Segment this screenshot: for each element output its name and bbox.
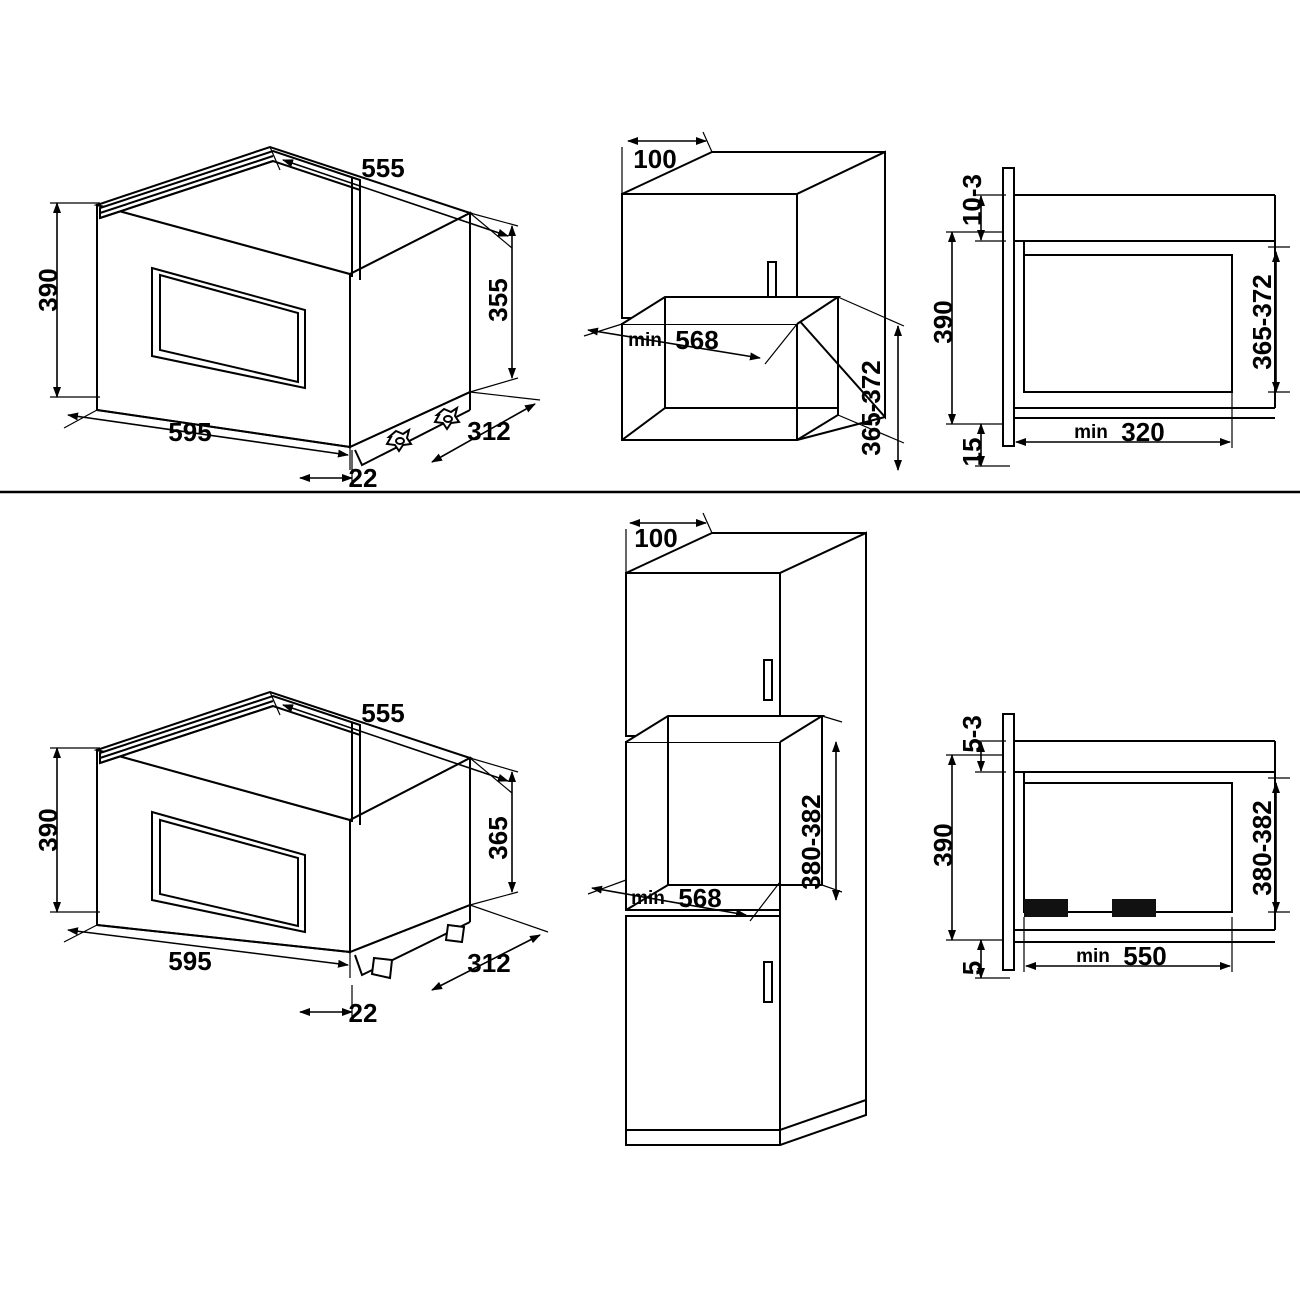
- dim-b-5: [975, 939, 1010, 979]
- dim-label-a-depth-base: 312: [467, 416, 510, 446]
- dim-prefix-a-min568: min: [628, 330, 662, 351]
- dim-label-b-depth-top: 555: [361, 698, 404, 728]
- dim-a-22: [299, 450, 353, 484]
- dim-label-a-front-height: 390: [928, 300, 958, 343]
- dim-b-390: [50, 747, 100, 913]
- dim-b-min568: [587, 879, 781, 922]
- dim-label-b-niche-height: 380-382: [796, 794, 826, 889]
- dim-label-b-niche-width-min: 568: [678, 883, 721, 913]
- dim-b-365: [469, 757, 519, 906]
- dim-a-595: [63, 409, 351, 470]
- dim-a-side-390: [946, 231, 1004, 425]
- support-blocks-b: [1024, 899, 1156, 917]
- dim-b-312: [431, 904, 549, 991]
- dim-label-a-niche-depth-min: 320: [1121, 417, 1164, 447]
- dim-label-a-body-height-right: 355: [483, 278, 513, 321]
- dim-label-a-width-front: 595: [168, 417, 211, 447]
- dim-a-355: [469, 212, 519, 393]
- dim-b-100: [625, 512, 713, 573]
- dim-label-a-niche-height: 365-372: [856, 360, 886, 455]
- dim-label-a-top-panel-depth: 100: [633, 144, 676, 174]
- dim-a-min568: [583, 323, 798, 365]
- dim-b-595: [63, 924, 351, 978]
- dim-a-100: [621, 131, 713, 194]
- cabinet-column-view-b: [625, 531, 867, 1146]
- dim-label-b-top-gap: 5-3: [957, 715, 987, 753]
- dim-a-555: [269, 146, 513, 249]
- dim-b-min550: [1023, 917, 1233, 972]
- dim-b-side-380-382: [1268, 777, 1290, 913]
- dim-label-b-top-panel-depth: 100: [634, 523, 677, 553]
- dim-label-a-height-left: 390: [33, 268, 63, 311]
- dim-prefix-b-min550: min: [1076, 946, 1110, 967]
- dim-label-b-height-left: 390: [33, 808, 63, 851]
- dim-a-15: [975, 423, 1010, 467]
- dim-b-side-390: [946, 754, 1004, 941]
- dim-prefix-b-min568: min: [631, 888, 665, 909]
- dim-a-365-372: [837, 296, 905, 471]
- dim-label-a-niche-width-min: 568: [675, 325, 718, 355]
- dim-label-b-depth-base: 312: [467, 948, 510, 978]
- dim-label-b-width-front: 595: [168, 946, 211, 976]
- dim-label-b-front-offset: 22: [349, 998, 378, 1028]
- dim-a-10-3: [975, 194, 1006, 242]
- dim-a-min320: [1015, 392, 1233, 448]
- dim-prefix-a-min320: min: [1074, 422, 1108, 443]
- dim-label-a-bottom-gap: 15: [957, 438, 987, 467]
- dim-a-390: [50, 202, 100, 398]
- dim-label-b-bottom-gap: 5: [957, 961, 987, 975]
- dim-label-a-niche-height-side: 365-372: [1247, 274, 1277, 369]
- dim-b-5-3: [975, 740, 1006, 773]
- perspective-view-a: [93, 145, 473, 467]
- dim-a-side-365-372: [1268, 246, 1290, 393]
- dim-a-312: [431, 391, 541, 463]
- dim-label-a-top-gap: 10-3: [957, 174, 987, 226]
- dim-label-b-front-height: 390: [928, 823, 958, 866]
- dim-label-a-front-offset: 22: [349, 463, 378, 493]
- dim-label-b-niche-depth-min: 550: [1123, 941, 1166, 971]
- dim-label-b-niche-height-side: 380-382: [1247, 800, 1277, 895]
- dim-label-b-body-height-right: 365: [483, 816, 513, 859]
- dim-label-a-depth-top: 555: [361, 153, 404, 183]
- dim-b-380-382: [821, 715, 843, 901]
- dim-b-555: [269, 691, 513, 794]
- dim-b-22: [299, 985, 353, 1018]
